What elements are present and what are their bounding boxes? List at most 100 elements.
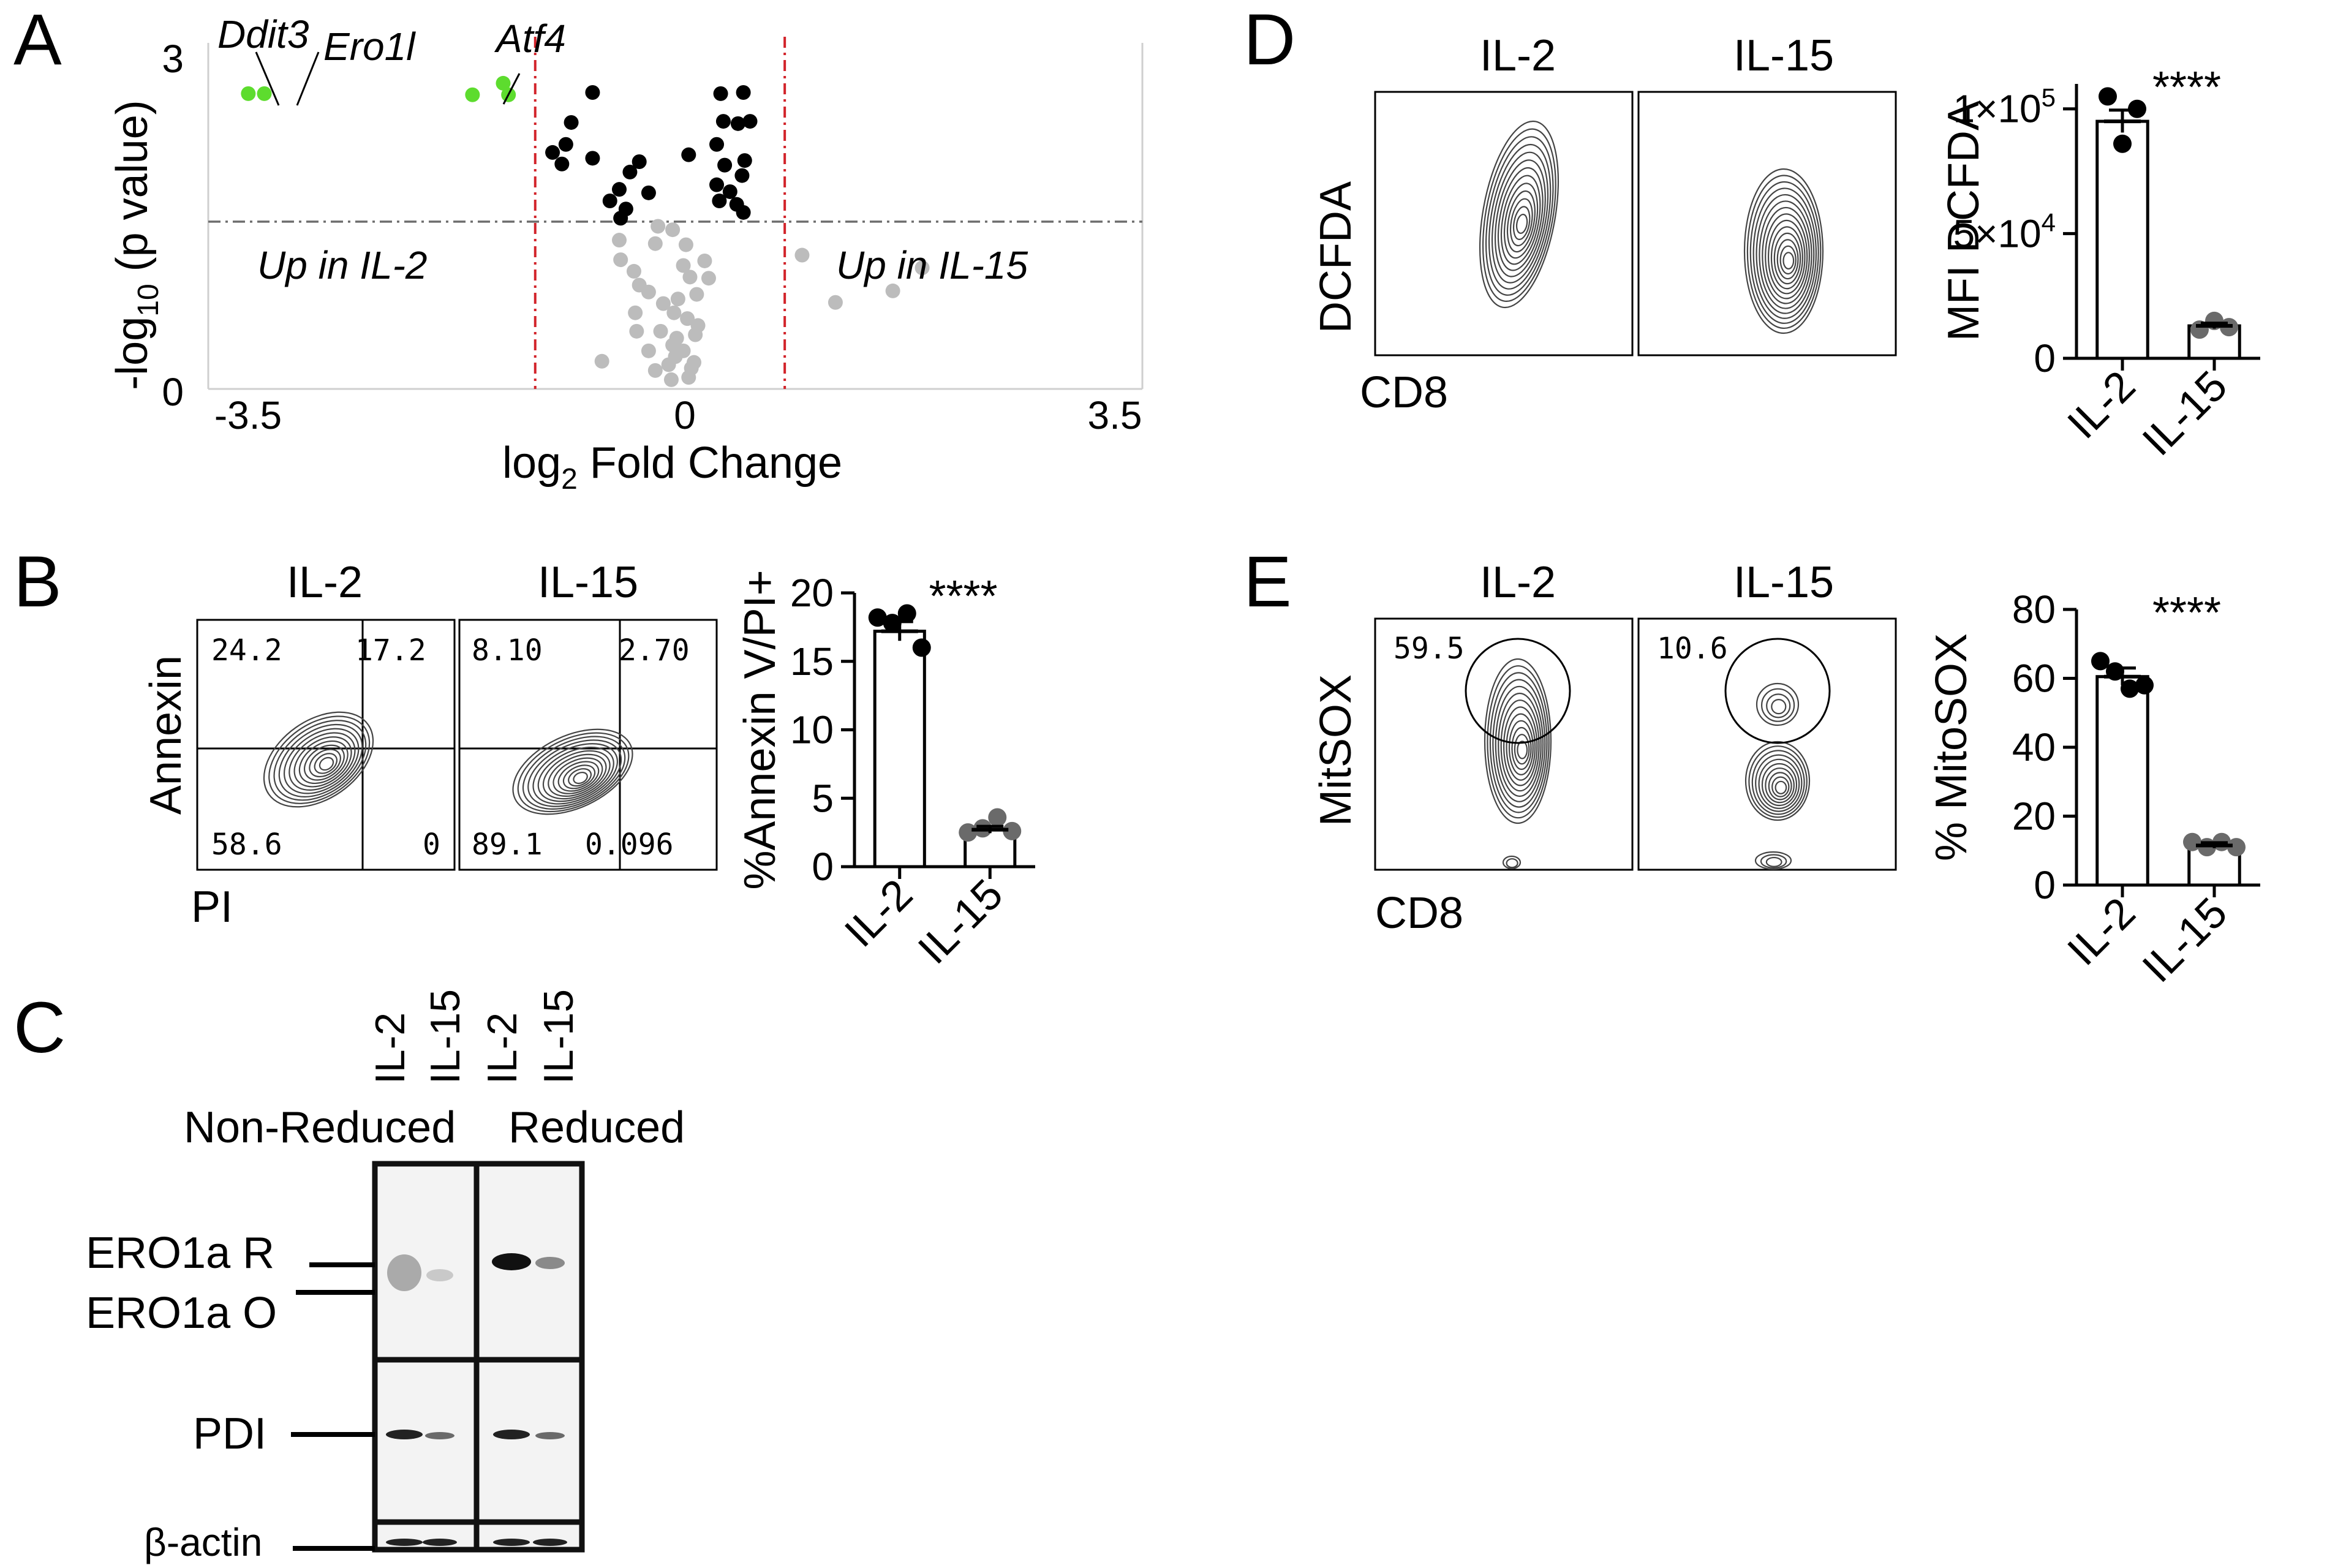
contour-ring	[1760, 854, 1787, 869]
nonsignificant-point	[885, 283, 900, 298]
contour-ring	[309, 748, 341, 778]
up-in-il15-label: Up in IL-15	[836, 243, 1028, 287]
gate-value-il2: 59.5	[1394, 631, 1465, 666]
quad-b-il15-ul: 8.10	[472, 633, 543, 668]
significant-point	[602, 194, 617, 209]
nonsignificant-point	[680, 311, 695, 326]
contour-ring	[1765, 856, 1782, 867]
nonsignificant-point	[628, 305, 643, 320]
nonsignificant-point	[594, 353, 609, 369]
contour-ring	[1487, 665, 1550, 819]
panel-e-letter: E	[1243, 541, 1292, 622]
y-tick-0: 0	[162, 370, 184, 414]
bar-il-2	[2095, 675, 2149, 887]
label-ero1a-r: ERO1a R	[86, 1229, 274, 1278]
contour-ring	[1751, 750, 1805, 815]
flow-b-title-il15: IL-15	[538, 558, 638, 607]
significant-point	[558, 137, 573, 152]
bar-y-label: %Annexin V/PI+	[736, 570, 785, 889]
contour-ring	[1515, 213, 1528, 234]
contour-ring	[1779, 245, 1797, 275]
band-pdi-il2-nr	[386, 1430, 423, 1439]
flow-e-title-il15: IL-15	[1733, 558, 1834, 607]
significant-point	[712, 194, 727, 209]
contour-ring	[1488, 143, 1552, 290]
contour-ring	[1512, 206, 1531, 240]
contour-ring	[557, 761, 600, 792]
contour-b-il2	[263, 711, 374, 808]
replicate-point	[959, 823, 978, 842]
gate-value-il15: 10.6	[1657, 631, 1728, 666]
contour-ring	[1492, 679, 1546, 808]
panel-a-letter: A	[13, 0, 62, 80]
significant-point	[681, 147, 696, 162]
significant-point	[554, 156, 570, 172]
nonsignificant-point	[678, 237, 693, 252]
band-actin-1	[386, 1539, 423, 1546]
contour-ring	[319, 756, 334, 771]
highlight-point	[465, 87, 480, 102]
bar-category-label: IL-2	[2058, 361, 2144, 447]
y-tick-3: 3	[162, 37, 184, 81]
contour-ring	[1746, 175, 1822, 330]
flow-plot-b-il2	[196, 619, 456, 871]
contour-ring	[1767, 219, 1806, 295]
contour-ring	[527, 739, 622, 807]
contour-ring	[1754, 851, 1792, 870]
contour-ring	[1491, 151, 1549, 284]
bar-category-label: IL-2	[835, 870, 921, 956]
flow-d-y-label: DCFDA	[1311, 181, 1360, 333]
significant-point	[632, 154, 647, 169]
contour-ring	[537, 746, 614, 802]
replicate-point	[2135, 676, 2154, 695]
contour-ring	[1511, 726, 1532, 771]
contour-ring	[1514, 734, 1530, 765]
label-pdi: PDI	[193, 1409, 266, 1458]
nonsignificant-point	[670, 292, 685, 307]
replicate-point	[988, 808, 1007, 827]
flow-e-y-label: MitSOX	[1311, 674, 1360, 826]
contour-d-il2	[1479, 120, 1560, 309]
nonsignificant-point	[651, 219, 666, 234]
bar-y-tick-label: 60	[2012, 657, 2056, 701]
contour-ring	[1771, 776, 1790, 797]
flow-d-title-il15: IL-15	[1733, 31, 1834, 80]
lane-label-2: IL-15	[422, 989, 469, 1084]
contour-ring	[1482, 128, 1556, 303]
bar-y-tick-label: 20	[2012, 794, 2056, 839]
band-pdi-il2-r	[493, 1430, 530, 1439]
replicate-point	[2099, 87, 2117, 106]
contour-ring	[512, 728, 633, 815]
band-pdi-il15-r	[535, 1432, 565, 1439]
contour-ring	[1506, 713, 1536, 781]
contour-ring	[1744, 741, 1811, 821]
flow-e-x-label: CD8	[1375, 889, 1463, 938]
contour-ring	[1752, 187, 1817, 319]
contour-ring	[1498, 692, 1542, 797]
contour-ring	[1759, 200, 1812, 309]
significant-point	[612, 182, 627, 197]
replicate-point	[2121, 679, 2139, 698]
contour-ring	[1517, 741, 1528, 760]
flow-b-title-il2: IL-2	[287, 558, 363, 607]
volcano-y-label: -log10 (p value)	[108, 100, 165, 390]
panel-b-letter: B	[13, 541, 62, 622]
band-pdi-il15-nr	[425, 1432, 454, 1439]
volcano-x-label: log2 Fold Change	[502, 439, 842, 496]
lane-label-4: IL-15	[535, 989, 582, 1084]
contour-ring	[304, 744, 345, 781]
bar-category-label: IL-2	[2058, 888, 2144, 974]
contour-ring	[573, 771, 588, 785]
flow-plot-b-il15	[458, 619, 718, 871]
x-tick-zero: 0	[674, 393, 696, 437]
lane-label-3: IL-2	[479, 1012, 526, 1084]
contour-ring	[522, 736, 626, 810]
volcano-points	[241, 75, 930, 387]
contour-ring	[1485, 136, 1554, 296]
nonsignificant-point	[794, 247, 810, 263]
panel-e: E IL-2 IL-15 MitSOX CD8 59.5 10.6	[1243, 541, 1897, 938]
bar-y-label: MFI DCFDA	[1939, 101, 1988, 341]
bar-y-tick-label: 5	[812, 776, 834, 820]
contour-ring	[289, 732, 356, 791]
